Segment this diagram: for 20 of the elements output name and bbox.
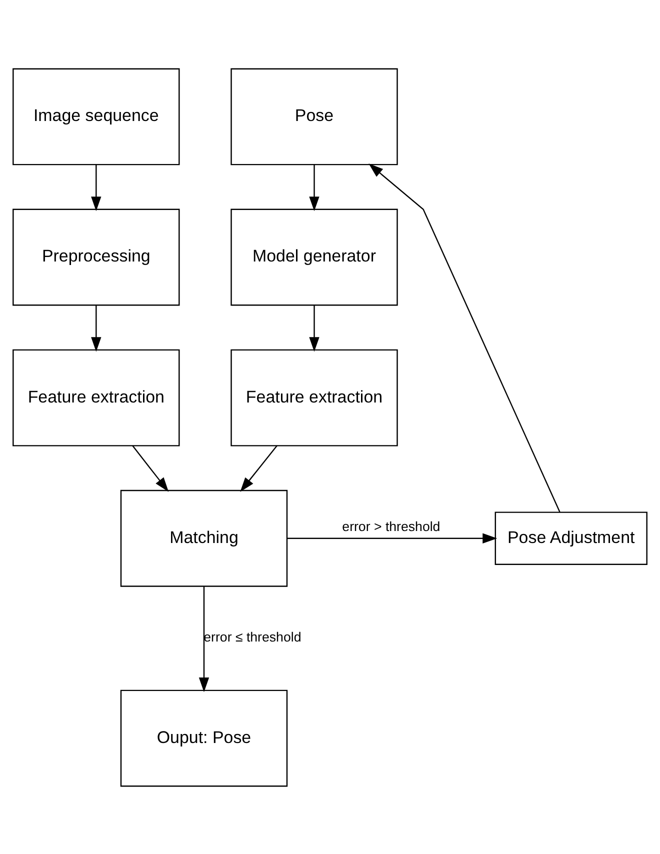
arrow	[309, 164, 320, 211]
arrow	[368, 163, 560, 512]
node-box: Feature extraction	[12, 348, 180, 446]
edge-label: error ≤ threshold	[204, 629, 302, 644]
node-box: Image sequence	[12, 68, 180, 165]
arrow	[287, 532, 498, 543]
arrow	[309, 304, 320, 352]
node-box: Feature extraction	[230, 348, 398, 446]
node-box: Pose	[230, 68, 398, 165]
arrow	[240, 444, 278, 492]
node-box: Pose Adjustment	[494, 511, 648, 565]
edge-label: error > threshold	[342, 518, 440, 534]
arrow	[198, 586, 210, 692]
arrow	[91, 164, 102, 211]
node-box: Model generator	[230, 208, 398, 306]
node-box: Matching	[120, 489, 288, 586]
arrow	[91, 304, 102, 352]
node-box: Ouput: Pose	[120, 689, 288, 786]
arrow	[132, 444, 169, 492]
node-box: Preprocessing	[12, 208, 180, 306]
